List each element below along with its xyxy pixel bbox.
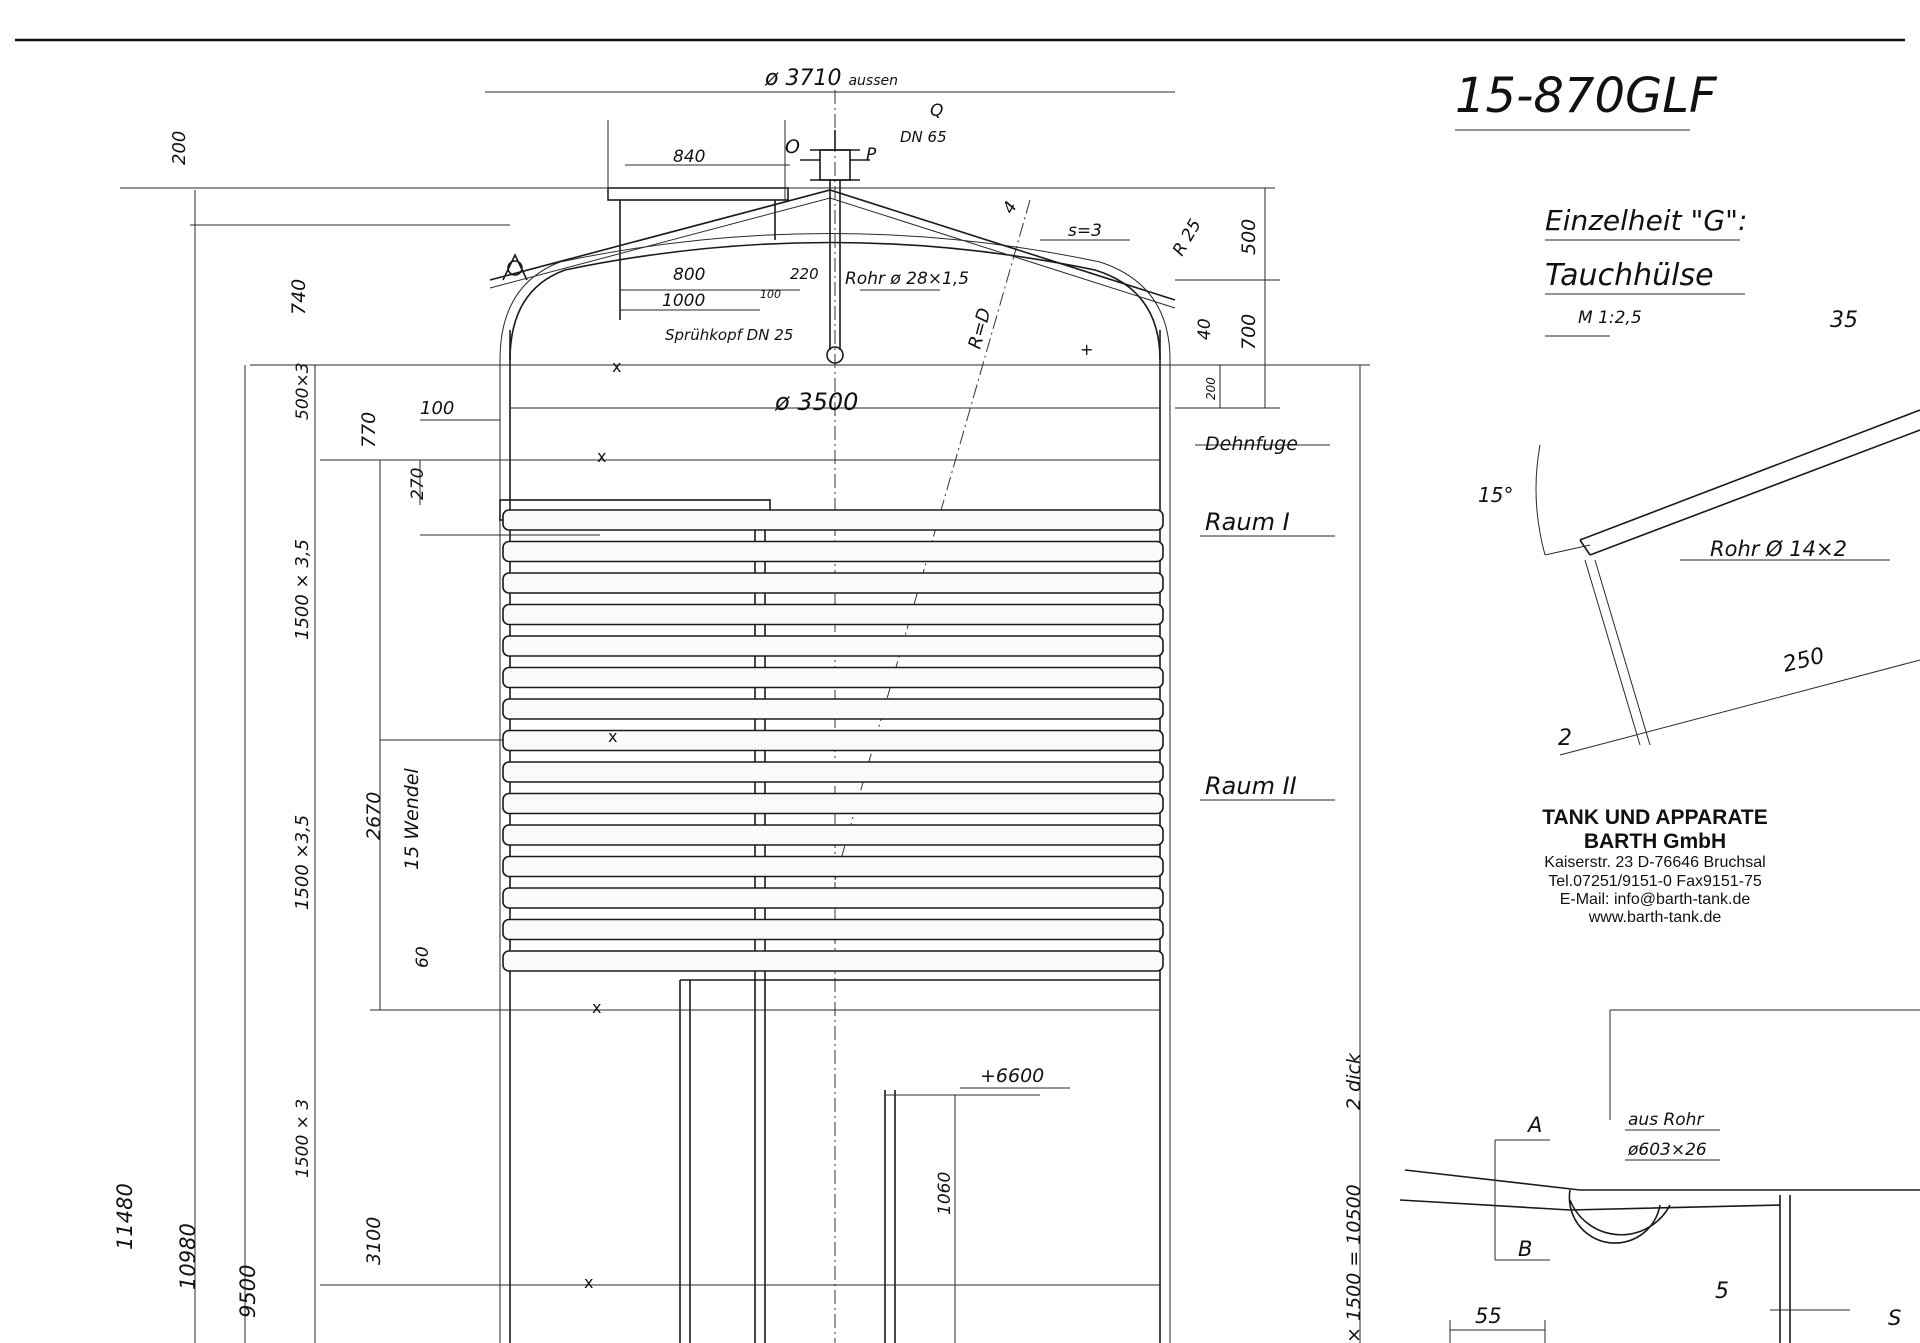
detail-dim-2: 2 [1558, 726, 1572, 751]
dim-1060: 1060 [935, 1172, 955, 1215]
nozzle-q-label: Q [930, 101, 943, 121]
detail-section-view [1399, 1129, 1920, 1343]
section-a-label: A [1526, 1113, 1542, 1137]
detail-scale: M 1:2,5 [1578, 308, 1642, 328]
expansion-joint: Dehnfuge [1205, 433, 1298, 455]
coil-winding [502, 635, 1164, 657]
coil-winding [502, 855, 1164, 878]
cone-thickness: s=3 [1068, 221, 1102, 241]
company-phone: Tel.07251/9151-0 Fax9151-75 [1548, 872, 1762, 890]
dim-left-2670: 2670 [363, 792, 385, 840]
mark-x: x [597, 447, 606, 466]
dim-1000: 1000 [662, 291, 705, 311]
coil-winding [502, 603, 1164, 626]
room-1-label: Raum I [1205, 508, 1290, 536]
spray-head-label: Sprühkopf DN 25 [665, 326, 793, 344]
coil-winding [502, 572, 1164, 594]
dim-left-200: 200 [169, 131, 190, 165]
company-name-line2: BARTH GmbH [1583, 830, 1727, 854]
nozzle-o-label: O [785, 136, 800, 158]
dim-700: 700 [1238, 314, 1260, 350]
shell-thickness: 2 dick [1343, 1052, 1365, 1110]
dim-40: 40 [1195, 318, 1215, 340]
mark-x: x [592, 998, 601, 1017]
nozzle-p-label: P [866, 145, 877, 165]
dim-220: 220 [790, 265, 819, 283]
company-stamp: TANK UND APPARATE BARTH GmbH Kaiserstr. … [1475, 806, 1835, 928]
dim-55: 55 [1475, 1304, 1502, 1328]
room-2-label: Raum II [1205, 772, 1297, 800]
dim-100a: 100 [760, 288, 781, 301]
detail-g-view [1535, 335, 1920, 1120]
nozzle-dn-label: DN 65 [900, 128, 947, 146]
dim-left-770: 770 [358, 412, 380, 448]
company-website[interactable]: www.barth-tank.de [1588, 909, 1722, 927]
coil-winding [502, 698, 1164, 720]
partial-s-label: S [1888, 1306, 1901, 1330]
detail-subtitle: Tauchhülse [1545, 258, 1714, 293]
mark-x: x [584, 1273, 593, 1292]
dim-5: 5 [1715, 1279, 1729, 1304]
dim-left-1500x35a: 1500 × 3,5 [292, 539, 313, 640]
dim-500: 500 [1238, 219, 1260, 255]
level-6600: +6600 [980, 1065, 1044, 1087]
dim-left-10980: 10980 [176, 1223, 200, 1290]
dim-left-60: 60 [413, 946, 433, 968]
detail-pipe-label: Rohr Ø 14×2 [1710, 537, 1847, 561]
inner-diameter: ø 3500 [774, 388, 858, 416]
mark-x: x [612, 357, 621, 376]
drawing-number: 15-870GLF [1455, 68, 1718, 124]
dim-200: 200 [1204, 377, 1218, 400]
coil-winding [502, 666, 1164, 689]
from-pipe-label: aus Rohr [1628, 1110, 1704, 1130]
pipe-size-label: ø603×26 [1627, 1140, 1707, 1160]
heating-coils [502, 509, 1164, 972]
section-b-label: B [1518, 1237, 1532, 1261]
detail-dim-35: 35 [1830, 308, 1858, 333]
shell-courses: × 1500 = 10500 [1343, 1184, 1365, 1343]
coil-count: 15 Wendel [401, 768, 423, 870]
dim-800: 800 [673, 265, 705, 285]
coil-winding [502, 824, 1164, 846]
coil-winding [502, 761, 1164, 783]
coil-winding [502, 950, 1164, 972]
coil-winding [502, 887, 1164, 909]
company-name-line1: TANK UND APPARATE [1542, 806, 1768, 829]
coil-winding [502, 540, 1164, 563]
coil-winding [502, 729, 1164, 752]
coil-winding [502, 918, 1164, 941]
dim-left-9500: 9500 [236, 1265, 260, 1318]
company-address: Kaiserstr. 23 D-76646 Bruchsal [1544, 854, 1766, 872]
outer-diameter: ø 3710 aussen [764, 66, 898, 91]
dim-left-1500x3: 1500 × 3 [293, 1099, 313, 1178]
knuckle-radius: R 25 [1169, 216, 1206, 260]
dim-left-3100: 3100 [363, 1217, 385, 1265]
detail-dim-250: 250 [1780, 643, 1827, 677]
dimension-lines [120, 91, 1361, 1343]
pipe-label: Rohr ø 28×1,5 [845, 269, 969, 289]
dim-left-500x3: 500×3 [293, 362, 313, 420]
crown-radius: R=D [965, 306, 996, 351]
mark-plus: + [1080, 340, 1093, 359]
dim-left-1500x35b: 1500 ×3,5 [292, 815, 313, 910]
dim-left-11480: 11480 [113, 1183, 137, 1250]
detail-angle: 15° [1478, 483, 1513, 507]
company-email[interactable]: E-Mail: info@barth-tank.de [1559, 891, 1751, 909]
dim-left-270: 270 [408, 468, 428, 500]
dim-left-740: 740 [288, 279, 310, 315]
detail-title: Einzelheit "G": [1545, 204, 1747, 237]
dim-840: 840 [673, 147, 705, 167]
coil-winding [502, 792, 1164, 815]
coil-winding [502, 509, 1164, 531]
crown-mark: 4 [999, 198, 1022, 217]
dim-100b: 100 [420, 398, 454, 419]
mark-x: x [608, 727, 617, 746]
